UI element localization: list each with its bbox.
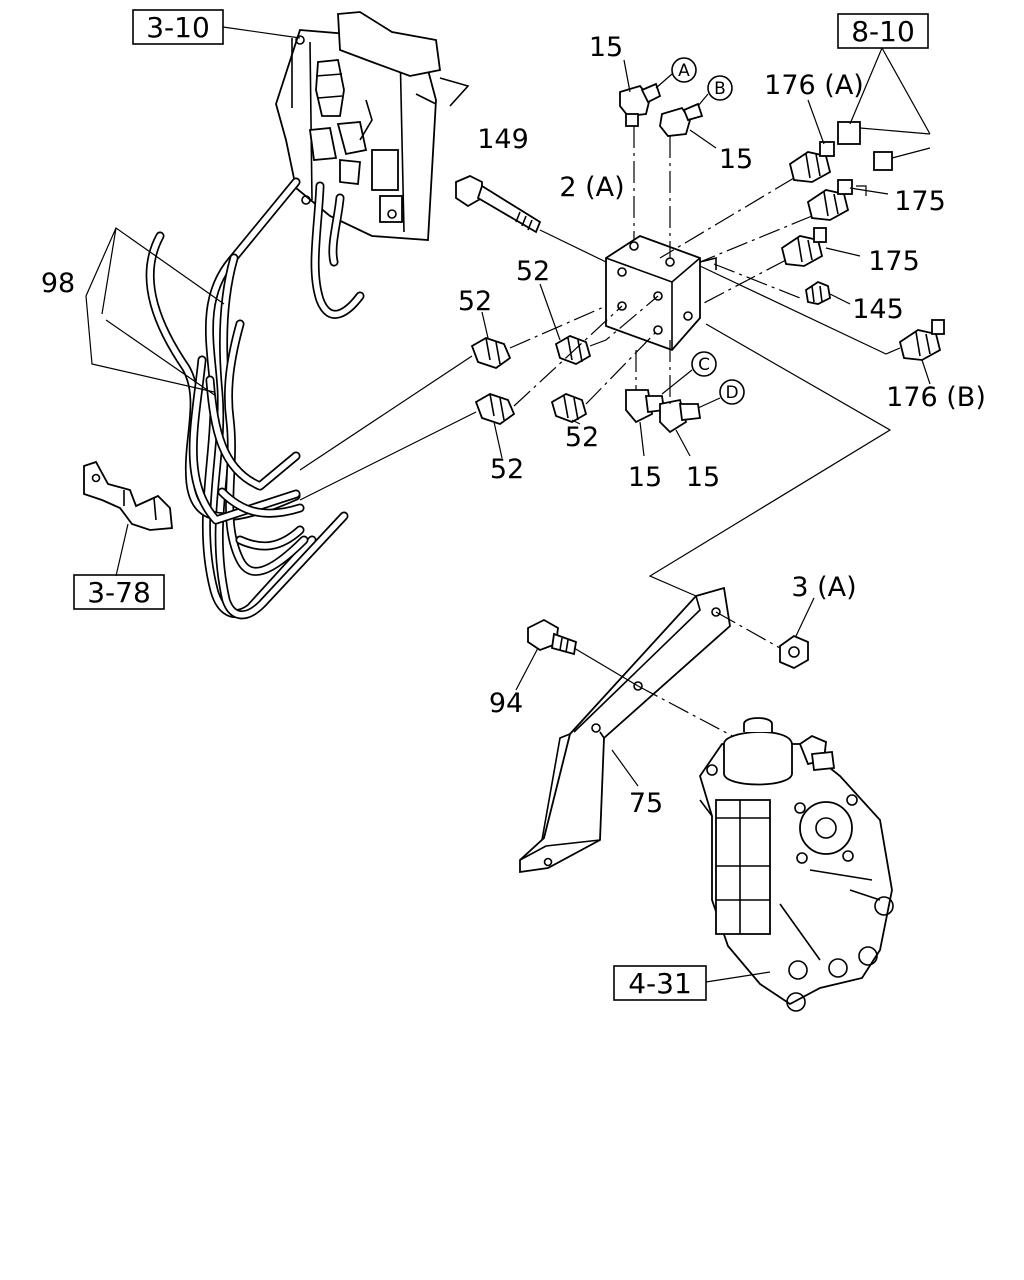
leader-98 [85,227,225,397]
callout-15-bot-d[interactable]: 15 [686,462,720,493]
callout-15-top-a[interactable]: 15 [589,32,623,63]
dash-bracket-to-gear [637,685,741,741]
nut-3a [715,597,815,670]
fitting-52b [539,283,659,365]
circled-letter-b: B [697,75,733,107]
switch-175a [699,147,931,263]
fitting-52c [299,305,623,501]
ref-box-3-78-label: 3-78 [87,576,151,609]
callout-15-top-b[interactable]: 15 [719,144,753,175]
ref-box-4-31-label: 4-31 [628,967,692,1000]
master-cylinder-assembly [275,11,470,241]
callout-52-b[interactable]: 52 [458,286,492,317]
circled-letter-d-text: D [725,383,738,403]
callout-52-a[interactable]: 52 [516,256,550,287]
bolt-149 [455,175,607,263]
callout-52-d[interactable]: 52 [490,454,524,485]
callout-176a[interactable]: 176 (A) [764,70,864,101]
circled-letter-c-text: C [698,355,710,375]
circled-letter-a: A [655,57,697,89]
reservoir-hose [310,181,365,319]
steering-gear-assembly [699,717,894,1012]
distribution-block [605,235,717,352]
plug-145 [713,263,851,305]
leader-8-10 [849,47,931,135]
brake-pipe-bundle [145,177,349,620]
callout-175-a[interactable]: 175 [894,186,946,217]
ref-box-8-10-label: 8-10 [851,15,915,48]
ref-box-4-31[interactable]: 4-31 [613,965,707,1001]
ref-box-3-78[interactable]: 3-78 [73,574,165,610]
callout-75[interactable]: 75 [629,788,663,819]
elbow-fitting-15d [659,340,702,457]
callout-98[interactable]: 98 [41,268,75,299]
callout-149[interactable]: 149 [477,124,529,155]
bolt-94 [515,618,639,691]
callout-175-b[interactable]: 175 [868,246,920,277]
circled-letter-a-text: A [678,61,690,81]
callout-3a[interactable]: 3 (A) [791,572,856,603]
elbow-fitting-15a [619,59,662,240]
callout-176b[interactable]: 176 (B) [886,382,986,413]
elbow-fitting-15b [659,102,717,258]
callout-94[interactable]: 94 [489,688,523,719]
fitting-52d [550,329,659,425]
circled-letter-b-text: B [714,79,726,99]
switch-175b [701,227,861,305]
callout-145[interactable]: 145 [852,294,904,325]
pressure-switch-176b [699,265,945,385]
circled-letter-d: D [697,379,745,409]
leader-3-10 [222,26,301,39]
pipe-clip [83,460,173,577]
bracket-75 [519,586,731,874]
callout-2a[interactable]: 2 (A) [559,172,624,203]
ref-box-3-10[interactable]: 3-10 [132,9,224,45]
elbow-fitting-15c [625,350,666,457]
circled-letter-c: C [661,351,717,395]
ref-box-3-10-label: 3-10 [146,11,210,44]
callout-15-bot-c[interactable]: 15 [628,462,662,493]
pressure-switch-176a [659,99,931,259]
ref-box-8-10[interactable]: 8-10 [837,13,929,49]
dash-link [648,323,892,597]
fitting-52a [299,305,607,471]
callout-52-c[interactable]: 52 [565,422,599,453]
